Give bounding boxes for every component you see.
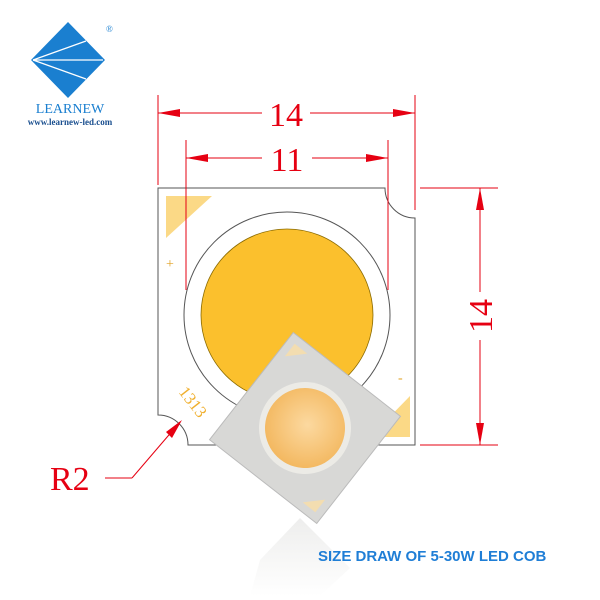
registered-mark: ®	[106, 24, 113, 34]
chip-reflection	[250, 518, 350, 596]
dimension-width-14	[157, 95, 416, 210]
diameter-label: 11	[271, 142, 304, 179]
cob-chip-photo	[208, 331, 402, 525]
plus-marker: +	[166, 257, 174, 272]
radius-label: R2	[50, 461, 90, 498]
caption: SIZE DRAW OF 5-30W LED COB	[318, 548, 547, 565]
minus-marker: -	[398, 371, 403, 386]
pad-positive	[166, 196, 212, 238]
height-label: 14	[463, 299, 500, 333]
dimension-height-14	[420, 187, 498, 446]
logo-url: www.learnew-led.com	[28, 117, 113, 127]
radius-leader	[105, 420, 182, 479]
learnew-logo: ® LEARNEW www.learnew-led.com	[28, 22, 113, 127]
logo-brand: LEARNEW	[36, 102, 105, 117]
width-label: 14	[269, 97, 303, 134]
dimension-diameter-11	[185, 140, 389, 290]
